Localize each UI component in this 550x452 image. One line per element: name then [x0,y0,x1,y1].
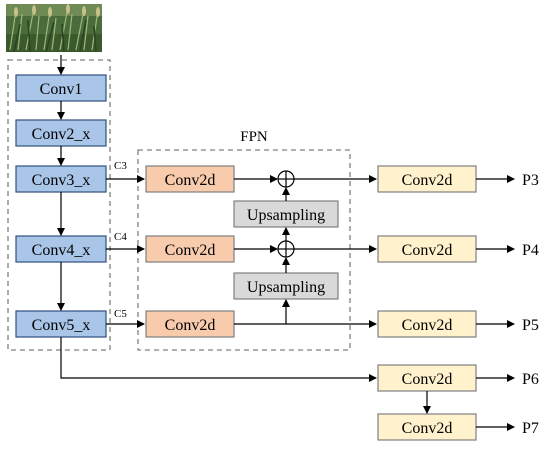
conv5-label: Conv5_x [32,317,91,334]
head-conv-p5-label: Conv2d [402,317,453,334]
lateral-conv-c4-label: Conv2d [165,242,216,259]
head-conv-p4: Conv2d [377,235,477,263]
conv2-label: Conv2_x [32,126,91,143]
c4-label: C4 [114,231,127,243]
lateral-conv-c3: Conv2d [145,165,235,193]
head-conv-p7-label: Conv2d [402,420,453,437]
head-conv-p6-label: Conv2d [402,371,453,388]
wheat-field-photo-icon [6,4,102,52]
output-p7: P7 [522,420,539,437]
c5-label: C5 [114,308,127,320]
conv4-label: Conv4_x [32,242,91,259]
input-image [6,4,102,52]
head-conv-p3-label: Conv2d [402,172,453,189]
upsampling-block-bottom: Upsampling [233,272,339,300]
c3-label: C3 [114,160,127,172]
lateral-conv-c3-label: Conv2d [165,172,216,189]
add-node-p3-icon [277,170,295,188]
line-conv5-to-p6 [60,337,377,382]
backbone-dashed-box [7,59,111,351]
lateral-conv-c4: Conv2d [145,235,235,263]
head-conv-p7: Conv2d [377,413,477,441]
output-p3: P3 [522,172,539,189]
upsampling-top-label: Upsampling [247,207,325,224]
head-conv-p3: Conv2d [377,165,477,193]
output-p5: P5 [522,317,539,334]
conv5-block: Conv5_x [15,310,107,338]
lateral-conv-c5: Conv2d [145,310,235,338]
conv1-label: Conv1 [40,81,83,98]
conv2-block: Conv2_x [15,119,107,147]
head-conv-p6: Conv2d [377,364,477,392]
head-conv-p5: Conv2d [377,310,477,338]
conv3-label: Conv3_x [32,172,91,189]
output-p6: P6 [522,371,539,388]
conv1-block: Conv1 [15,74,107,102]
upsampling-block-top: Upsampling [233,200,339,228]
conv3-block: Conv3_x [15,165,107,193]
output-p4: P4 [522,242,539,259]
add-node-p4-icon [277,240,295,258]
upsampling-bottom-label: Upsampling [247,279,325,296]
head-conv-p4-label: Conv2d [402,242,453,259]
lateral-conv-c5-label: Conv2d [165,317,216,334]
fpn-title: FPN [240,129,268,145]
conv4-block: Conv4_x [15,235,107,263]
